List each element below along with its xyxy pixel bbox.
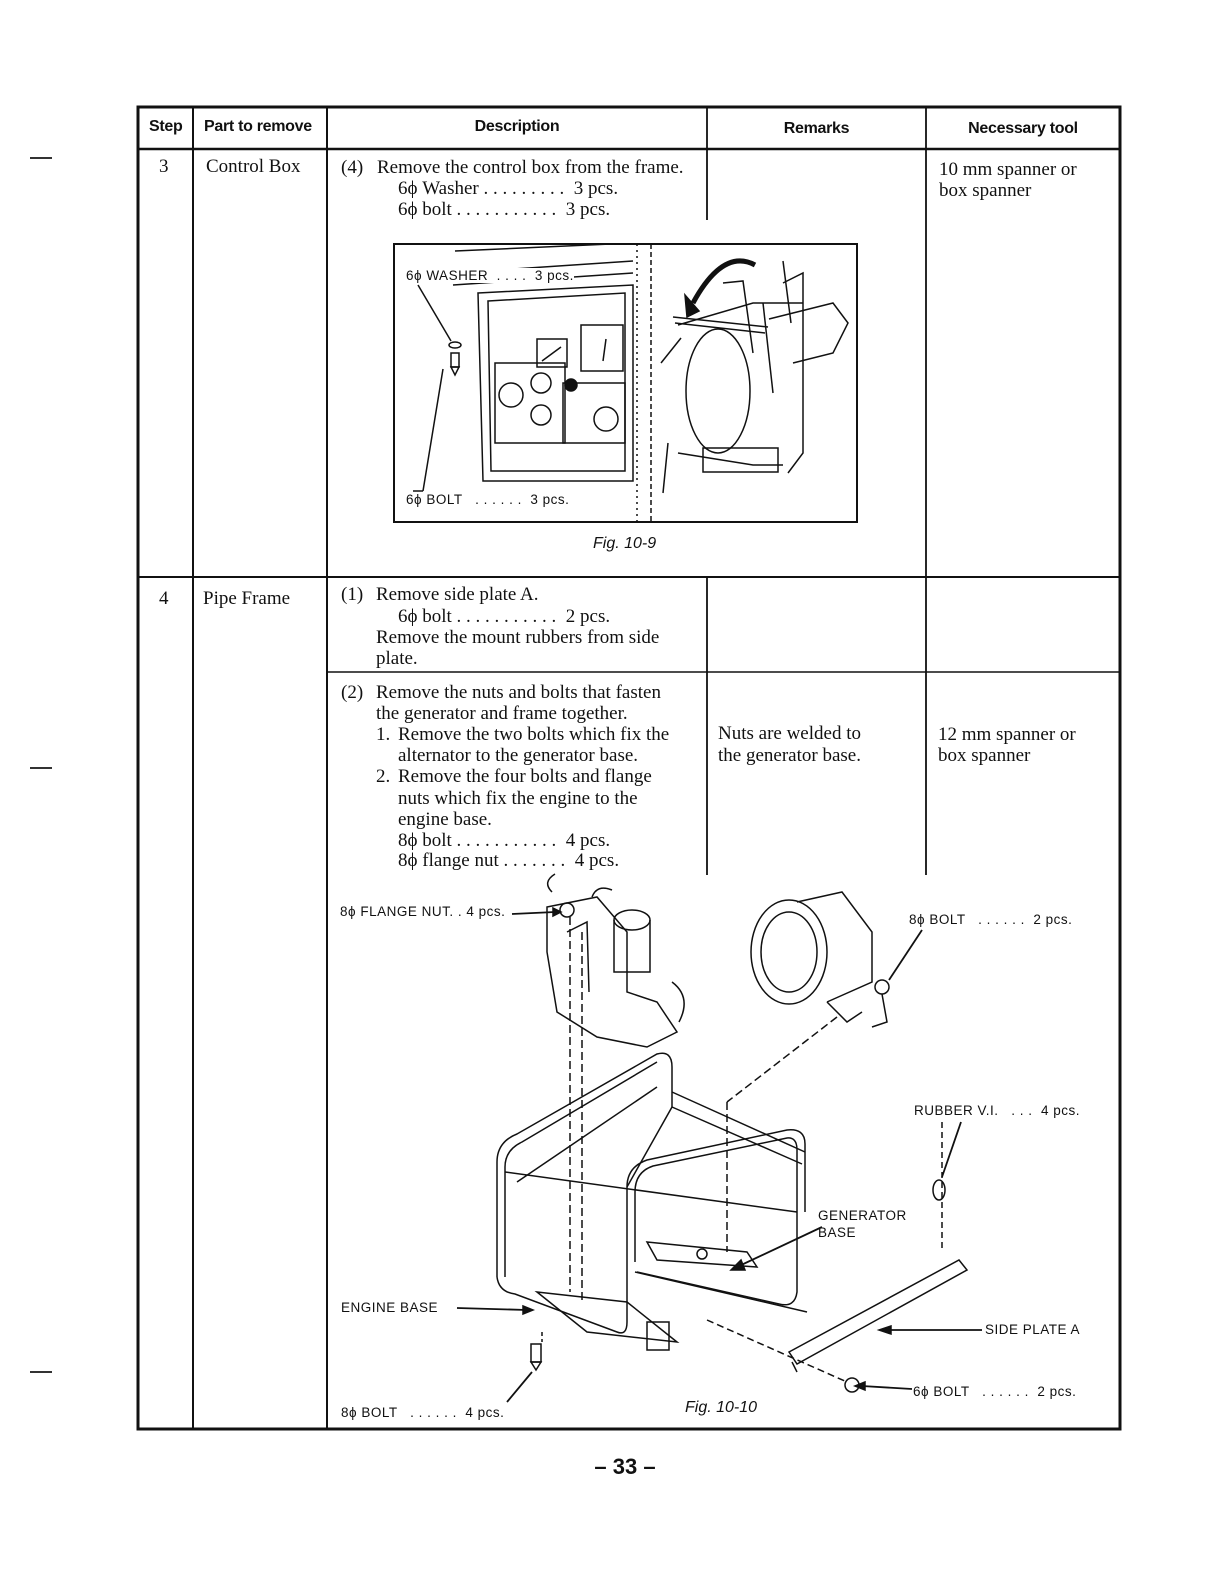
desc-step-number: (1) <box>341 584 364 605</box>
desc-line: Remove the two bolts which fix the <box>398 724 670 745</box>
remarks-line: the generator base. <box>718 745 861 766</box>
header-part-to-remove: Part to remove <box>204 118 312 135</box>
desc-step-number: (2) <box>341 682 364 703</box>
tool-line: 12 mm spanner or <box>938 724 1076 745</box>
label-engine-base: ENGINE BASE <box>341 1300 439 1315</box>
caption-fig-10-10: Fig. 10-10 <box>685 1399 758 1416</box>
desc-line: Remove the mount rubbers from side <box>376 627 660 648</box>
label-6-bolt: 6ϕ BOLT . . . . . . 3 pcs. <box>406 492 570 507</box>
label-rubber-vi: RUBBER V.I. . . . 4 pcs. <box>914 1103 1081 1118</box>
label-generator-base: BASE <box>818 1225 857 1240</box>
tool-line: 10 mm spanner or <box>939 159 1077 180</box>
desc-line: engine base. <box>398 809 492 830</box>
label-8-bolt-engine: 8ϕ BOLT . . . . . . 4 pcs. <box>341 1405 505 1420</box>
desc-bolt-qty: 6ϕ bolt . . . . . . . . . . . 2 pcs. <box>398 606 611 627</box>
header-step: Step <box>149 118 183 135</box>
header-remarks: Remarks <box>783 120 850 137</box>
scan-mark <box>30 157 52 159</box>
desc-washer-qty: 6ϕ Washer . . . . . . . . . 3 pcs. <box>398 178 619 199</box>
label-6-washer: 6ϕ WASHER . . . . 3 pcs. <box>406 268 574 283</box>
desc-item-number: 2. <box>376 766 391 787</box>
scan-mark <box>30 1371 52 1373</box>
step-number-3: 3 <box>159 156 169 177</box>
label-8-flange-nut: 8ϕ FLANGE NUT. . 4 pcs. <box>340 904 506 919</box>
label-generator-base: GENERATOR <box>818 1208 907 1223</box>
desc-line: Remove side plate A. <box>376 584 539 605</box>
page-number: – 33 – <box>594 1454 656 1479</box>
header-necessary-tool: Necessary tool <box>968 120 1078 137</box>
header-description: Description <box>474 118 560 135</box>
desc-line: Remove the nuts and bolts that fasten <box>376 682 661 703</box>
label-8-bolt-alternator: 8ϕ BOLT . . . . . . 2 pcs. <box>909 912 1073 927</box>
desc-bolt-qty: 8ϕ bolt . . . . . . . . . . . 4 pcs. <box>398 830 611 851</box>
desc-item-number: 1. <box>376 724 391 745</box>
label-side-plate-a: SIDE PLATE A <box>985 1322 1081 1337</box>
desc-bolt-qty: 6ϕ bolt . . . . . . . . . . . 3 pcs. <box>398 199 611 220</box>
tool-line: box spanner <box>938 745 1031 766</box>
figure-10-9-illustration <box>393 243 858 523</box>
part-control-box: Control Box <box>206 156 301 177</box>
scan-mark <box>30 767 52 769</box>
desc-line: Remove the control box from the frame. <box>377 157 684 178</box>
desc-nut-qty: 8ϕ flange nut . . . . . . . 4 pcs. <box>398 850 620 871</box>
step-number-4: 4 <box>159 588 169 609</box>
desc-line: nuts which fix the engine to the <box>398 788 638 809</box>
remarks-line: Nuts are welded to <box>718 723 861 744</box>
label-6-bolt: 6ϕ BOLT . . . . . . 2 pcs. <box>913 1384 1077 1399</box>
desc-line: Remove the four bolts and flange <box>398 766 652 787</box>
figure-10-10-illustration <box>456 873 982 1403</box>
desc-line: the generator and frame together. <box>376 703 628 724</box>
desc-step-number: (4) <box>341 157 364 178</box>
caption-fig-10-9: Fig. 10-9 <box>593 535 657 552</box>
tool-line: box spanner <box>939 180 1032 201</box>
desc-line: plate. <box>376 648 418 669</box>
desc-line: alternator to the generator base. <box>398 745 639 766</box>
part-pipe-frame: Pipe Frame <box>203 588 291 609</box>
